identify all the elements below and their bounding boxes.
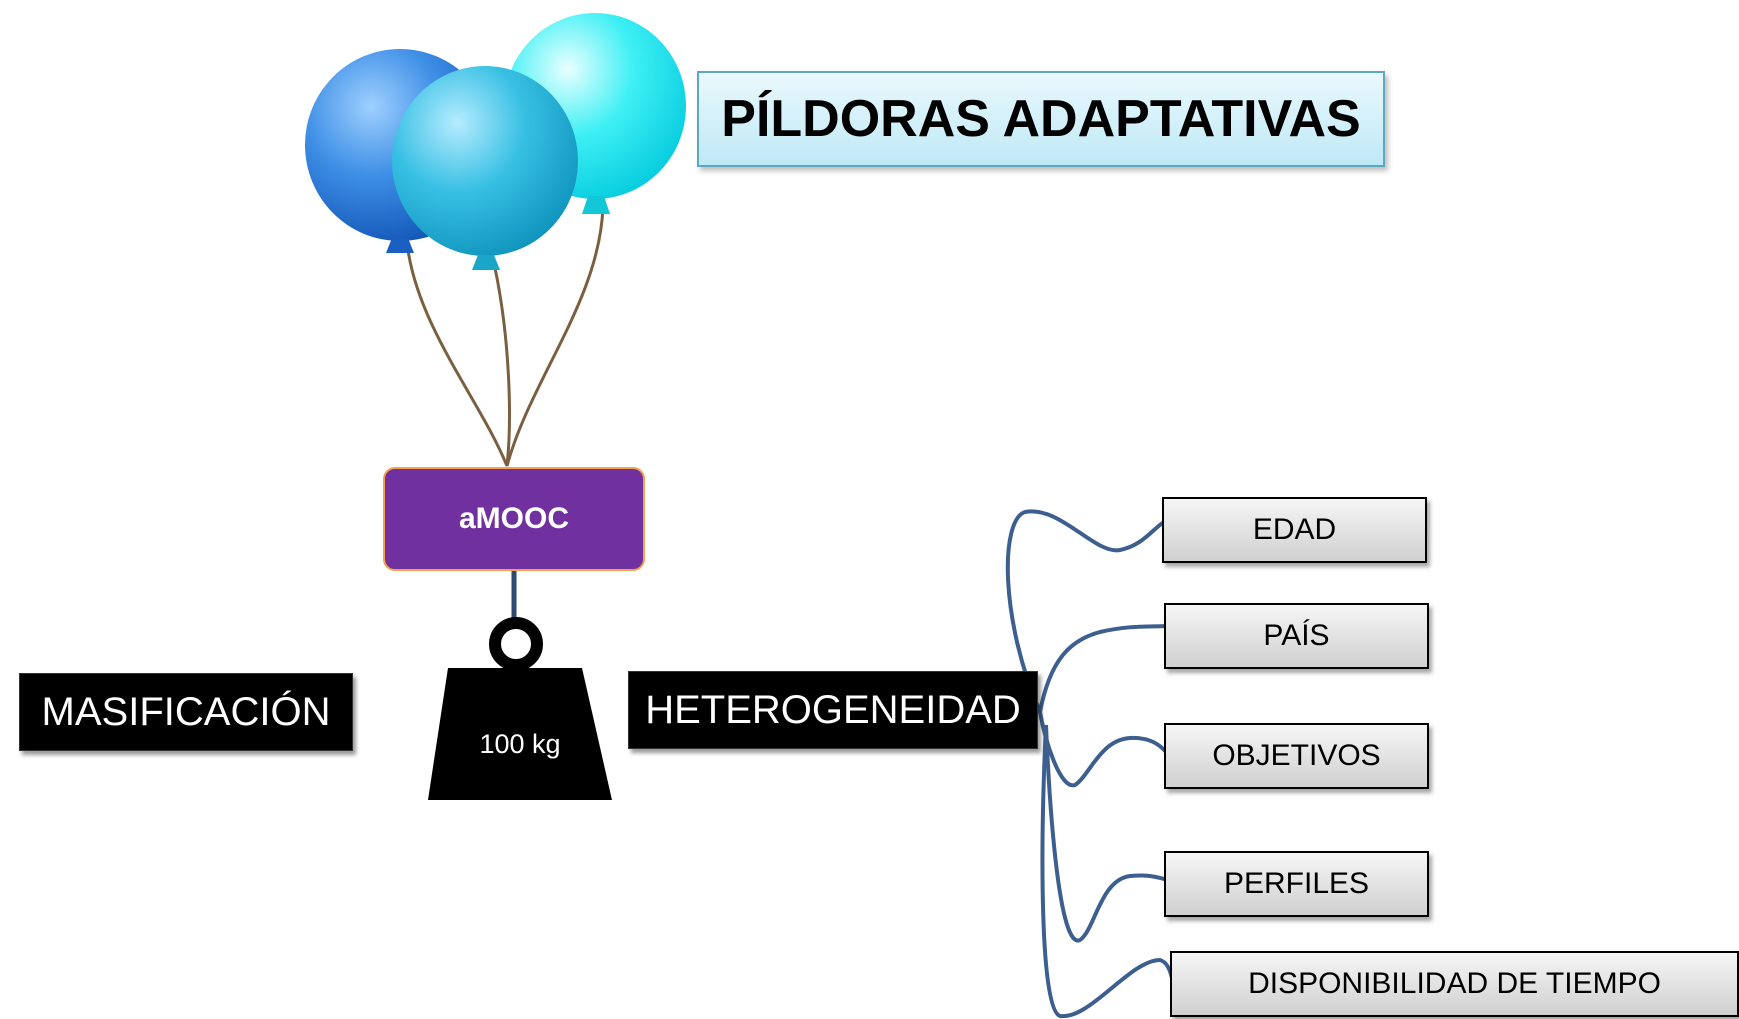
category-edad: EDAD: [1162, 497, 1427, 563]
heterogeneidad-label: HETEROGENEIDAD: [628, 671, 1038, 749]
category-objetivos: OBJETIVOS: [1164, 723, 1429, 789]
category-disponibilidad-de-tiempo: DISPONIBILIDAD DE TIEMPO: [1170, 951, 1739, 1017]
balloon-teal: [392, 66, 578, 270]
category-pais: PAÍS: [1164, 603, 1429, 669]
page-title: PÍLDORAS ADAPTATIVAS: [697, 71, 1385, 167]
balloon-strings: [406, 205, 605, 467]
weight-icon: [428, 617, 612, 800]
masificacion-label: MASIFICACIÓN: [19, 673, 353, 751]
weight-label: 100 kg: [479, 728, 561, 759]
branch-connectors: [1005, 509, 1174, 1019]
category-perfiles: PERFILES: [1164, 851, 1429, 917]
amooc-node: aMOOC: [383, 467, 645, 571]
